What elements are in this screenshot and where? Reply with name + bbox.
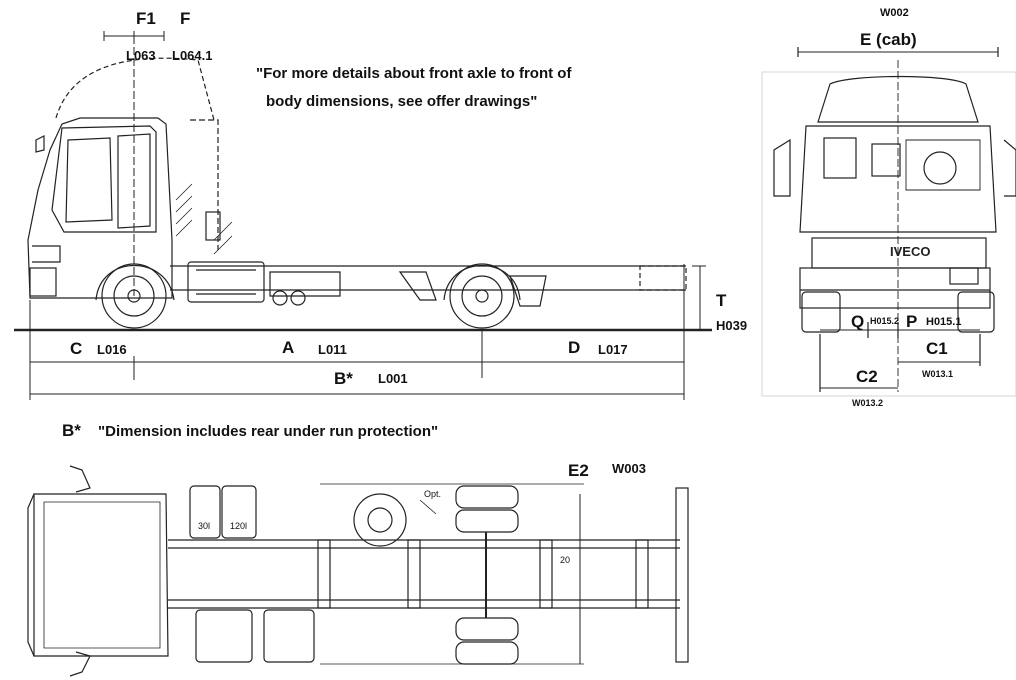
label-w002: W002 — [880, 7, 909, 19]
label-f: F — [180, 9, 191, 28]
label-l016: L016 — [97, 342, 127, 357]
label-w003: W003 — [612, 461, 646, 476]
label-c1: C1 — [926, 339, 948, 358]
front-view-truck: IVECO — [761, 47, 1016, 397]
label-l064-1: L064.1 — [172, 48, 213, 63]
label-e2: E2 — [568, 461, 589, 480]
label-c: C — [70, 339, 83, 358]
label-l011: L011 — [318, 342, 347, 357]
label-120l: 120l — [230, 521, 248, 531]
svg-text:IVECO: IVECO — [890, 244, 930, 259]
label-h015-2: H015.2 — [870, 316, 900, 326]
label-opt: Opt. — [424, 489, 442, 499]
label-a: A — [282, 338, 295, 357]
label-l063: L063 — [126, 48, 156, 63]
label-w013-2: W013.2 — [852, 398, 884, 408]
label-h039: H039 — [716, 318, 748, 333]
label-h015-1: H015.1 — [926, 316, 962, 328]
front-axle-note-line2: body dimensions, see offer drawings" — [266, 93, 538, 110]
side-view-truck — [14, 57, 712, 332]
label-e-cab: E (cab) — [860, 30, 917, 49]
label-l017: L017 — [598, 342, 628, 357]
label-30l: 30l — [198, 521, 211, 531]
b-star-note: "Dimension includes rear under run prote… — [98, 423, 439, 440]
b-star-marker: B* — [62, 421, 81, 440]
label-c2: C2 — [856, 367, 878, 386]
label-q: Q — [851, 312, 865, 331]
label-f1: F1 — [136, 9, 156, 28]
label-b: B* — [334, 369, 353, 388]
label-20: 20 — [560, 555, 571, 565]
side-view-dimension-lines — [29, 31, 706, 400]
label-w013-1: W013.1 — [922, 369, 954, 379]
label-t: T — [716, 291, 727, 310]
label-d: D — [568, 338, 581, 357]
top-view-chassis — [27, 465, 689, 677]
front-axle-note-line1: "For more details about front axle to fr… — [256, 65, 572, 82]
label-p: P — [906, 312, 918, 331]
label-l001: L001 — [378, 371, 408, 386]
